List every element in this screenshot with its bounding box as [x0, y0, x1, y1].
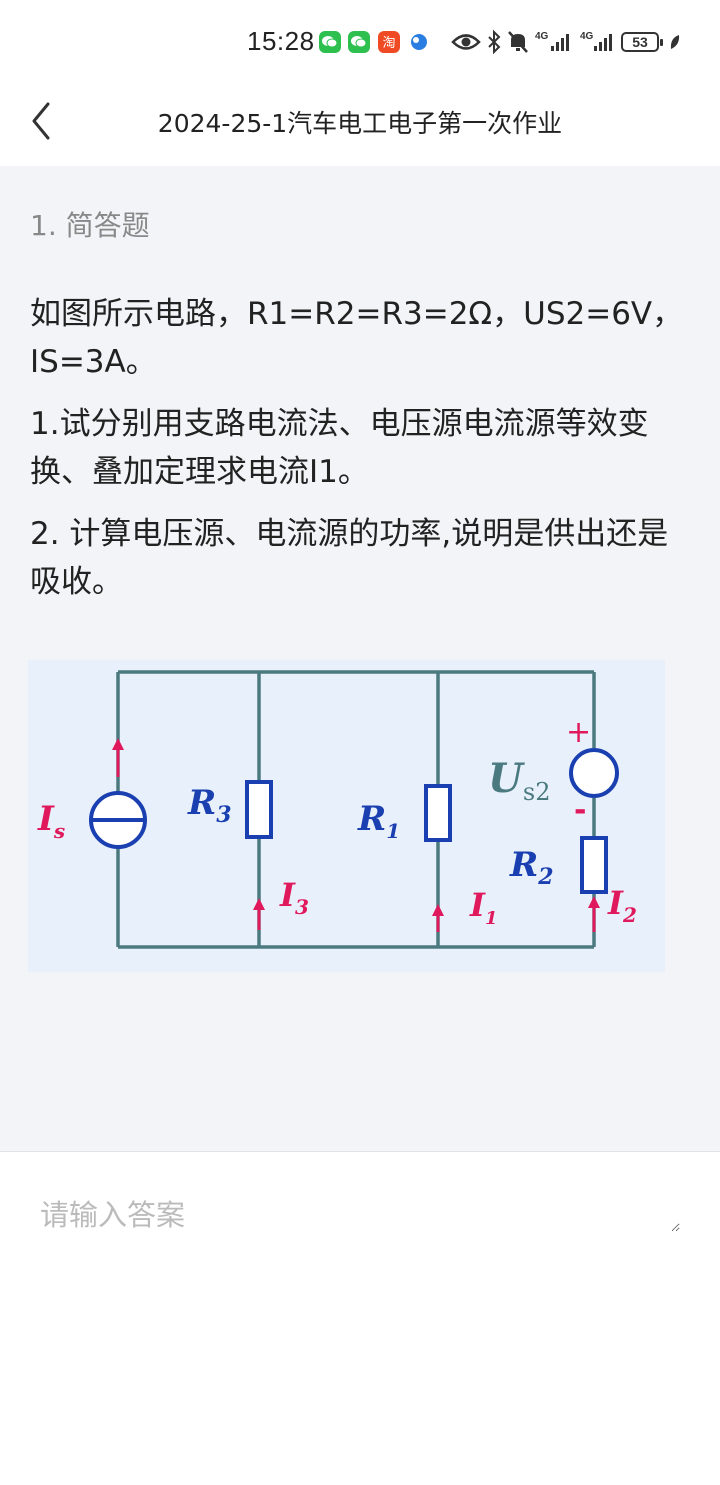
plus-sign: + [566, 715, 591, 750]
wechat-icon [348, 31, 370, 53]
circuit-diagram: Is R3 I3 R1 I1 + - Us2 R2 [28, 660, 665, 972]
resistor-r3 [245, 780, 273, 839]
voltage-source [569, 748, 619, 798]
i1-label-sub: 1 [485, 908, 498, 929]
i2-label-main: I [607, 884, 624, 922]
i2-label: I2 [607, 884, 637, 927]
resistor-r2 [580, 836, 608, 894]
answer-input[interactable] [40, 1192, 680, 1232]
is-label-main: I [37, 799, 55, 839]
i2-label-sub: 2 [622, 903, 637, 927]
i3-direction-arrow [253, 898, 265, 930]
status-bar: 15:28 淘 4G 4G 53 [0, 0, 720, 80]
question-paragraph: 如图所示电路，R1=R2=R3=2Ω，US2=6V，IS=3A。 [30, 296, 684, 380]
svg-text:淘: 淘 [382, 36, 395, 51]
i2-direction-arrow [588, 896, 600, 932]
back-chevron-icon [32, 102, 50, 140]
network-1: 4G [535, 31, 549, 42]
i1-label: I1 [469, 886, 498, 929]
taobao-icon: 淘 [378, 31, 400, 53]
resistor-r1 [424, 784, 452, 842]
us2-label-main: U [488, 755, 525, 802]
question-body: 如图所示电路，R1=R2=R3=2Ω，US2=6V，IS=3A。 1.试分别用支… [30, 290, 685, 620]
back-button[interactable] [22, 98, 62, 144]
question-paragraph: 1.试分别用支路电流法、电压源电流源等效变换、叠加定理求电流I1。 [30, 406, 649, 490]
i1-direction-arrow [432, 904, 444, 932]
r1-label-sub: 1 [386, 819, 400, 843]
page-title: 2024-25-1汽车电工电子第一次作业 [157, 109, 563, 138]
question-type-label: 1. 简答题 [30, 209, 150, 242]
r2-label: R2 [509, 845, 554, 890]
us2-label-sub: s2 [523, 778, 551, 806]
signal-icon: 4G [580, 29, 616, 55]
r2-label-sub: 2 [537, 864, 553, 890]
current-source [89, 791, 147, 849]
question-content: 1. 简答题 如图所示电路，R1=R2=R3=2Ω，US2=6V，IS=3A。 … [0, 166, 720, 1151]
divider [0, 1151, 720, 1152]
is-direction-arrow [112, 738, 124, 777]
i3-label: I3 [279, 876, 309, 919]
battery-icon: 53 [621, 32, 663, 52]
i3-label-main: I [279, 876, 296, 914]
us2-label: Us2 [488, 755, 550, 806]
r1-label-main: R [357, 799, 386, 839]
minus-sign: - [574, 793, 586, 828]
leaf-icon [668, 29, 682, 55]
answer-area [0, 1152, 720, 1485]
i3-label-sub: 3 [295, 895, 309, 919]
network-2: 4G [580, 31, 594, 42]
is-label-sub: s [53, 819, 65, 843]
r3-label-sub: 3 [216, 802, 231, 828]
bluetooth-icon [486, 29, 502, 55]
i1-label-main: I [469, 886, 486, 924]
nav-bar: 2024-25-1汽车电工电子第一次作业 [0, 80, 720, 166]
r3-label: R3 [187, 783, 232, 828]
r2-label-main: R [509, 845, 538, 885]
wechat-icon [319, 31, 341, 53]
r3-label-main: R [187, 783, 216, 823]
question-paragraph: 2. 计算电压源、电流源的功率,说明是供出还是吸收。 [30, 516, 669, 600]
status-time: 15:28 [247, 26, 315, 56]
mute-icon [506, 29, 530, 55]
eye-icon [451, 29, 481, 55]
app-icon [408, 31, 430, 53]
is-label: Is [37, 799, 65, 843]
r1-label: R1 [357, 799, 400, 843]
signal-icon: 4G [535, 29, 575, 55]
